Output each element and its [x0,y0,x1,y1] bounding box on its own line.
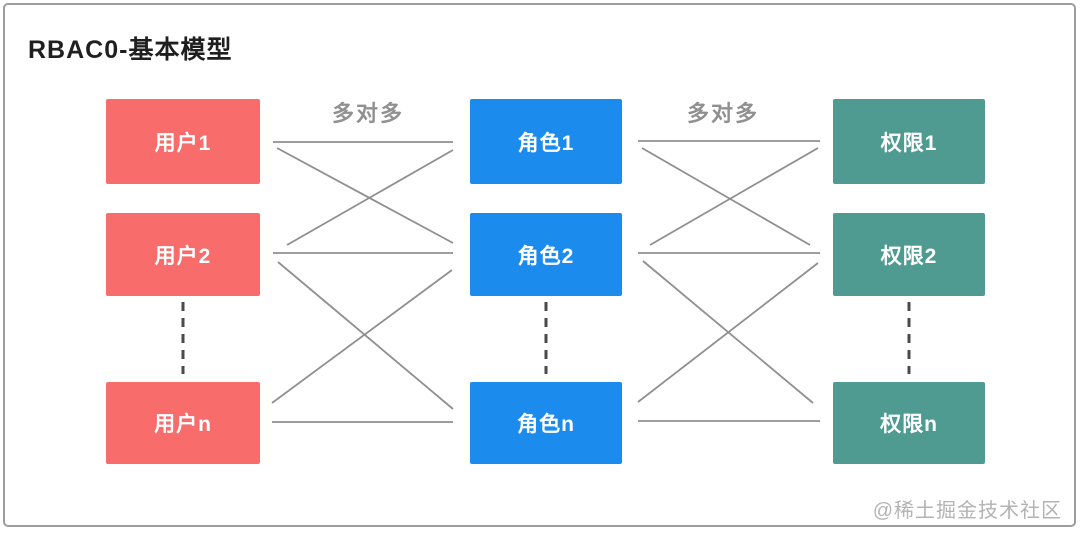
many-to-many-label-roles-permissions: 多对多 [686,101,759,126]
diagram-title: RBAC0-基本模型 [28,36,233,64]
user-box-1: 用户1 [106,99,260,184]
role-box-n: 角色n [470,382,622,464]
permission-box-n: 权限n [833,382,985,464]
watermark: @稀土掘金技术社区 [872,500,1062,522]
many-to-many-label-users-roles: 多对多 [331,101,404,126]
role-box-2: 角色2 [470,213,622,296]
role-box-1: 角色1 [470,99,622,184]
user-box-2: 用户2 [106,213,260,296]
permission-box-1: 权限1 [833,99,985,184]
user-box-n: 用户n [106,382,260,464]
permission-box-2: 权限2 [833,213,985,296]
